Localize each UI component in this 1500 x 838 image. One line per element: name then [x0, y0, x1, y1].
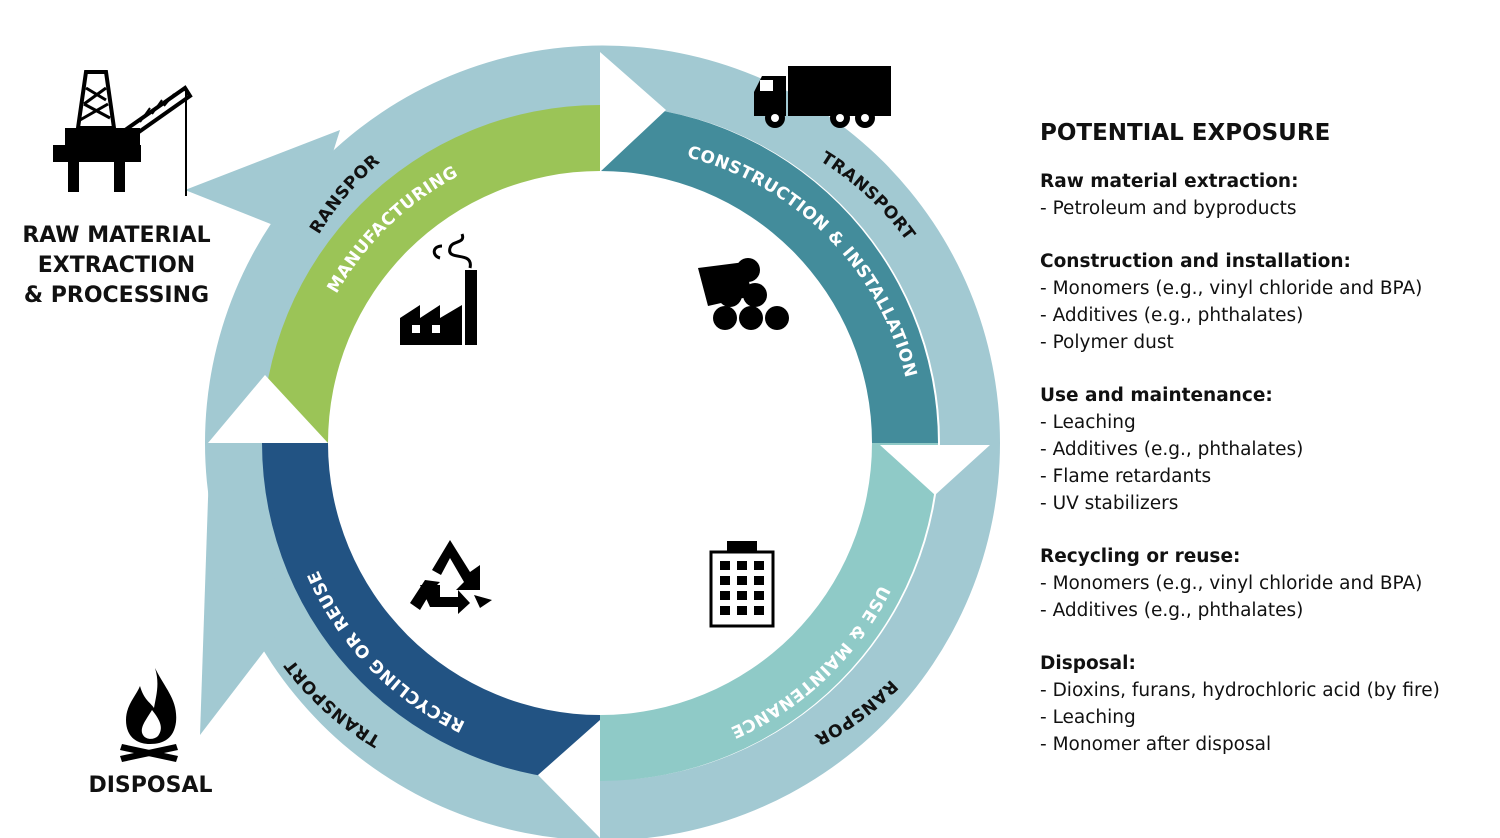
exposure-item: Leaching: [1040, 704, 1490, 731]
construction-arc: [600, 105, 938, 443]
exposure-group: Construction and installation: Monomers (…: [1040, 248, 1490, 356]
exposure-group-heading: Disposal:: [1040, 653, 1136, 674]
transport-tail-to-disposal: [200, 440, 292, 735]
transport-label-top-left: TRANSPORT: [0, 0, 384, 238]
exposure-group-heading: Use and maintenance:: [1040, 385, 1273, 406]
exposure-item: Polymer dust: [1040, 329, 1490, 356]
building-icon: [709, 541, 775, 628]
raw-material-extraction-title: RAW MATERIAL EXTRACTION & PROCESSING: [22, 223, 211, 308]
potential-exposure-title: POTENTIAL EXPOSURE: [1040, 120, 1331, 146]
use-maintenance-arc: [600, 443, 938, 781]
exposure-group: Recycling or reuse: Monomers (e.g., vinyl…: [1040, 543, 1490, 624]
recycling-arc: [262, 443, 600, 781]
arrow-notch-bottom: [538, 720, 600, 838]
fire-icon: [120, 668, 178, 762]
arrow-notch-top: [600, 52, 666, 172]
potential-exposure-panel: POTENTIAL EXPOSURE Raw material extracti…: [1040, 120, 1490, 784]
exposure-item: Monomer after disposal: [1040, 731, 1490, 758]
disposal-title: DISPOSAL: [88, 773, 213, 798]
pipes-icon: [698, 258, 789, 330]
exposure-group: Use and maintenance: LeachingAdditives (e…: [1040, 382, 1490, 517]
exposure-item: Additives (e.g., phthalates): [1040, 436, 1490, 463]
exposure-group-heading: Recycling or reuse:: [1040, 546, 1241, 567]
arrow-notch-left: [208, 375, 328, 443]
transport-tail-to-extraction: [185, 130, 340, 238]
exposure-item: Monomers (e.g., vinyl chloride and BPA): [1040, 570, 1490, 597]
exposure-item: Leaching: [1040, 409, 1490, 436]
exposure-group-heading: Raw material extraction:: [1040, 171, 1299, 192]
exposure-item: Monomers (e.g., vinyl chloride and BPA): [1040, 275, 1490, 302]
oil-rig-icon: [53, 70, 193, 196]
arrow-notch-right: [880, 445, 990, 495]
exposure-item: Flame retardants: [1040, 463, 1490, 490]
exposure-item: Additives (e.g., phthalates): [1040, 302, 1490, 329]
exposure-item: Petroleum and byproducts: [1040, 195, 1490, 222]
factory-icon: [400, 233, 477, 345]
exposure-group-heading: Construction and installation:: [1040, 251, 1351, 272]
exposure-group: Disposal: Dioxins, furans, hydrochloric a…: [1040, 650, 1490, 758]
exposure-item: Additives (e.g., phthalates): [1040, 597, 1490, 624]
exposure-group: Raw material extraction: Petroleum and by…: [1040, 168, 1490, 222]
truck-icon: [754, 66, 891, 128]
exposure-item: Dioxins, furans, hydrochloric acid (by f…: [1040, 677, 1490, 704]
recycle-icon: [410, 540, 492, 614]
exposure-groups: Raw material extraction: Petroleum and by…: [1040, 168, 1490, 758]
exposure-item: UV stabilizers: [1040, 490, 1490, 517]
